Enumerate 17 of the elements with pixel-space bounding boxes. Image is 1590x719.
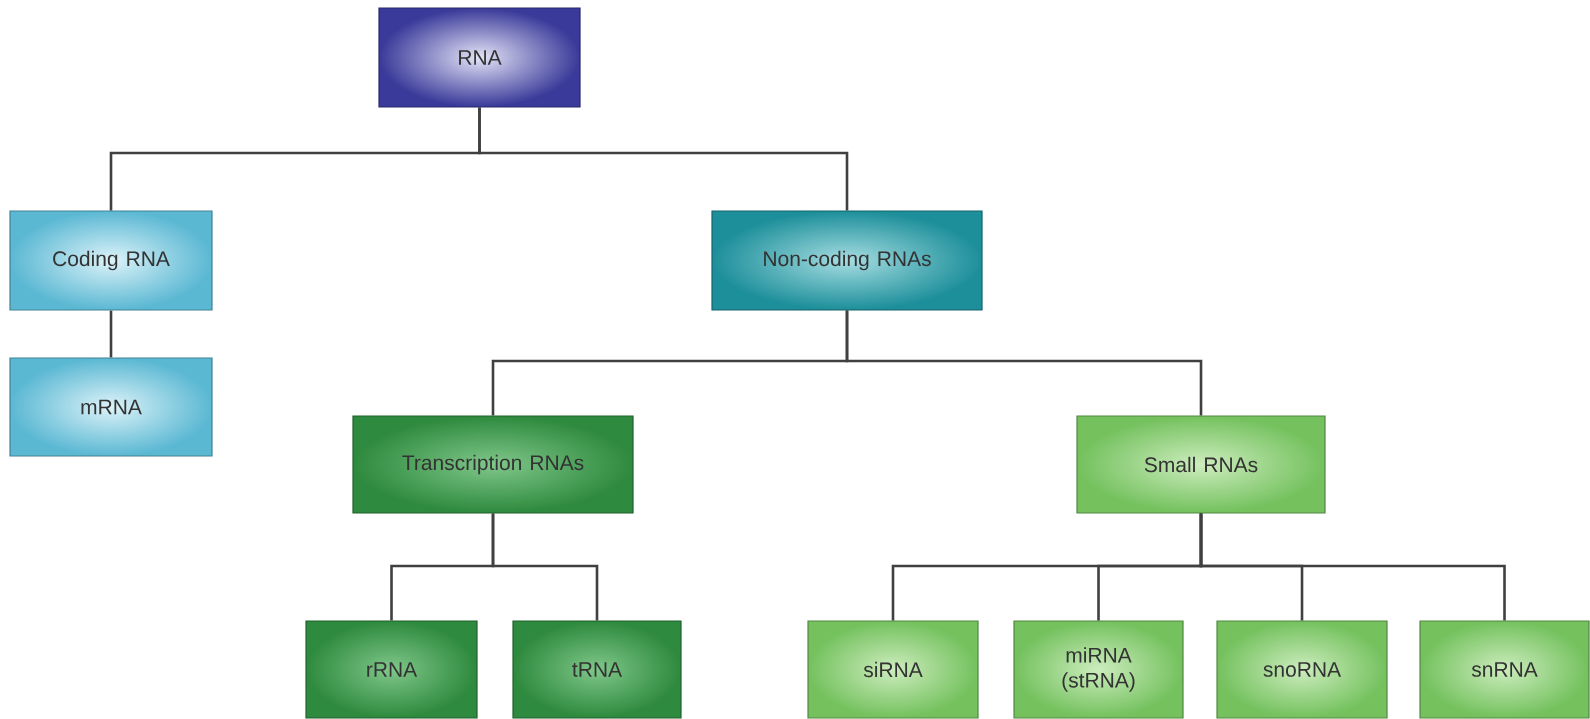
connector-line xyxy=(491,513,599,621)
category-box: snoRNA xyxy=(1216,620,1388,719)
connector-line xyxy=(845,310,1203,416)
category-box: RNA xyxy=(378,7,581,108)
connector-line xyxy=(1199,513,1506,621)
category-box: miRNA (stRNA) xyxy=(1013,620,1184,719)
category-box: Non-coding RNAs xyxy=(711,210,983,311)
category-box: snRNA xyxy=(1419,620,1590,719)
category-box: siRNA xyxy=(807,620,979,719)
connector-line xyxy=(109,310,113,358)
category-box: mRNA xyxy=(9,357,213,457)
category-box: tRNA xyxy=(512,620,682,719)
category-box: Small RNAs xyxy=(1076,415,1326,514)
category-box: Coding RNA xyxy=(9,210,213,311)
category-box: rRNA xyxy=(305,620,478,719)
category-box: Transcription RNAs xyxy=(352,415,634,514)
connector-line xyxy=(478,107,849,211)
